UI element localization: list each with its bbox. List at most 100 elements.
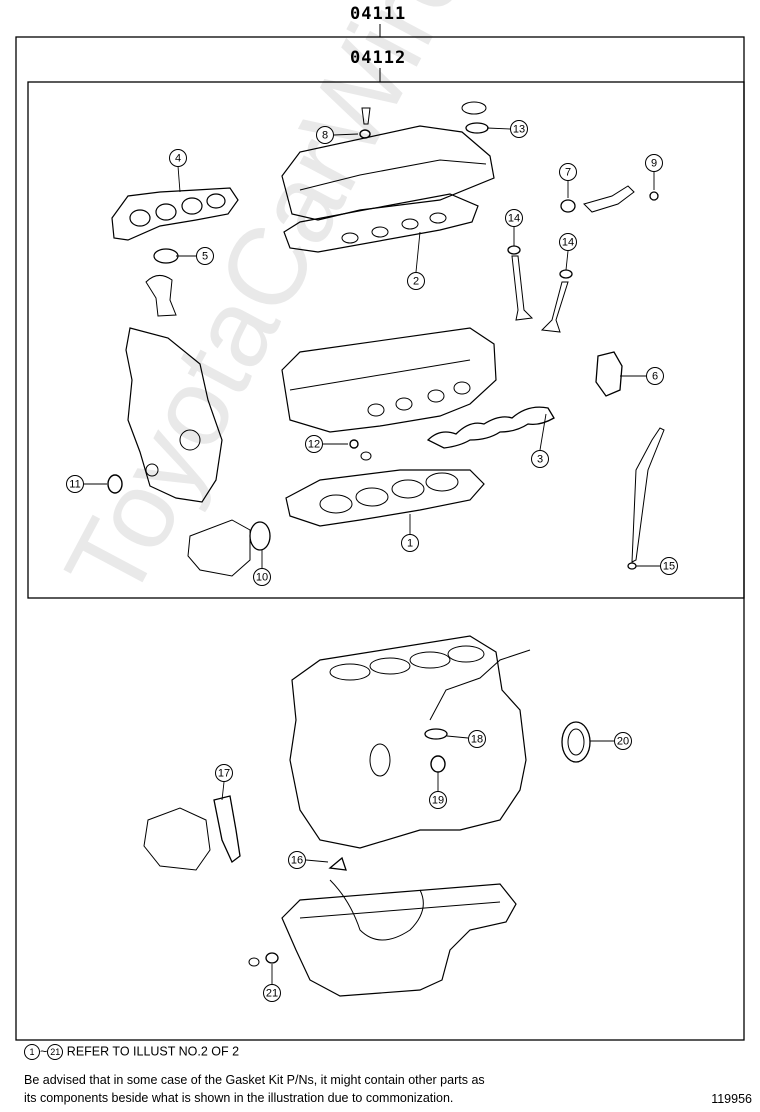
callout-18: 18 bbox=[468, 730, 486, 748]
cylinder-head bbox=[281, 327, 497, 433]
oil-seal-11 bbox=[107, 474, 123, 494]
illustration-number: 119956 bbox=[711, 1092, 752, 1106]
fuel-injector bbox=[583, 185, 635, 213]
callout-number: 17 bbox=[218, 768, 230, 780]
reference-note: 1~21 REFER TO ILLUST NO.2 OF 2 bbox=[24, 1044, 239, 1060]
callout-21: 21 bbox=[263, 984, 281, 1002]
callout-number: 3 bbox=[537, 454, 543, 466]
cover-bolt bbox=[361, 107, 371, 125]
callout-number: 21 bbox=[266, 988, 278, 1000]
callout-number: 11 bbox=[69, 479, 80, 491]
callout-number: 8 bbox=[322, 130, 328, 142]
outer-kit-frame bbox=[15, 36, 745, 1041]
ref-start-badge: 1 bbox=[24, 1044, 40, 1060]
ref-text: REFER TO ILLUST NO.2 OF 2 bbox=[66, 1044, 240, 1059]
callout-number: 9 bbox=[651, 158, 657, 170]
oil-pump bbox=[187, 519, 251, 577]
callout-circle bbox=[614, 732, 632, 750]
callout-1: 1 bbox=[401, 534, 419, 552]
commonization-note-line2: its components beside what is shown in t… bbox=[24, 1091, 454, 1105]
oil-pan bbox=[281, 883, 517, 997]
engine-block bbox=[289, 635, 527, 849]
callout-circle bbox=[407, 272, 425, 290]
callout-number: 4 bbox=[175, 153, 181, 165]
callout-2: 2 bbox=[407, 272, 425, 290]
callout-circle bbox=[660, 557, 678, 575]
callout-20: 20 bbox=[614, 732, 632, 750]
callout-17: 17 bbox=[215, 764, 233, 782]
kit-label-outer: 04111 bbox=[350, 4, 407, 24]
callout-number: 5 bbox=[202, 251, 208, 263]
callout-circle bbox=[215, 764, 233, 782]
callout-circle bbox=[253, 568, 271, 586]
callout-circle bbox=[169, 149, 187, 167]
intake-manifold-gasket bbox=[426, 406, 555, 449]
injector-seal bbox=[560, 199, 576, 213]
exhaust-ring bbox=[153, 248, 179, 264]
cylinder-head-cover bbox=[281, 125, 495, 221]
ref-end-badge: 21 bbox=[47, 1044, 64, 1060]
callout-11: 11 bbox=[66, 475, 84, 493]
callout-number: 2 bbox=[413, 276, 419, 288]
callout-number: 6 bbox=[652, 371, 658, 383]
callout-circle bbox=[468, 730, 486, 748]
callout-circle bbox=[510, 120, 528, 138]
water-pump bbox=[143, 807, 211, 871]
valve-2 bbox=[540, 281, 569, 333]
callout-circle bbox=[646, 367, 664, 385]
callout-number: 15 bbox=[663, 561, 675, 573]
callout-3: 3 bbox=[531, 450, 549, 468]
callout-5: 5 bbox=[196, 247, 214, 265]
callout-number: 10 bbox=[256, 572, 268, 584]
oil-strainer bbox=[329, 879, 424, 941]
inner-kit-frame bbox=[27, 81, 745, 599]
callout-circle bbox=[401, 534, 419, 552]
cylinder-head-gasket bbox=[285, 469, 485, 527]
callout-16: 16 bbox=[288, 851, 306, 869]
callout-10: 10 bbox=[253, 568, 271, 586]
callout-4: 4 bbox=[169, 149, 187, 167]
callout-circle bbox=[66, 475, 84, 493]
callout-number: 14 bbox=[562, 237, 574, 249]
rear-oil-seal bbox=[561, 721, 591, 763]
callout-13: 13 bbox=[510, 120, 528, 138]
callout-number: 16 bbox=[291, 855, 303, 867]
callout-circle bbox=[505, 209, 523, 227]
callout-number: 18 bbox=[471, 734, 483, 746]
dipstick-guide bbox=[631, 427, 665, 563]
ref-range-symbol: ~ bbox=[40, 1044, 48, 1059]
callout-circle bbox=[263, 984, 281, 1002]
callout-circle bbox=[559, 233, 577, 251]
water-outlet-gasket bbox=[595, 351, 623, 397]
callout-9: 9 bbox=[645, 154, 663, 172]
callout-circle bbox=[196, 247, 214, 265]
oil-filler-cap bbox=[461, 101, 487, 115]
callout-number: 20 bbox=[617, 736, 629, 748]
callout-15: 15 bbox=[660, 557, 678, 575]
callout-number: 13 bbox=[513, 124, 525, 136]
callout-number: 12 bbox=[308, 439, 320, 451]
callout-circle bbox=[316, 126, 334, 144]
timing-cover bbox=[125, 327, 223, 503]
callout-7: 7 bbox=[559, 163, 577, 181]
callout-circle bbox=[288, 851, 306, 869]
callout-12: 12 bbox=[305, 435, 323, 453]
callout-number: 19 bbox=[432, 795, 444, 807]
callout-14: 14 bbox=[559, 233, 577, 251]
callout-number: 14 bbox=[508, 213, 520, 225]
kit-label-inner: 04112 bbox=[350, 48, 407, 68]
callout-number: 7 bbox=[565, 167, 571, 179]
valve-1 bbox=[511, 255, 534, 321]
callout-circle bbox=[645, 154, 663, 172]
callout-circle bbox=[429, 791, 447, 809]
callout-number: 1 bbox=[407, 538, 413, 550]
callout-14: 14 bbox=[505, 209, 523, 227]
exhaust-manifold-gasket bbox=[111, 187, 239, 241]
callout-circle bbox=[305, 435, 323, 453]
head-cover-gasket bbox=[283, 193, 479, 253]
callout-19: 19 bbox=[429, 791, 447, 809]
callout-leaders bbox=[84, 127, 660, 984]
